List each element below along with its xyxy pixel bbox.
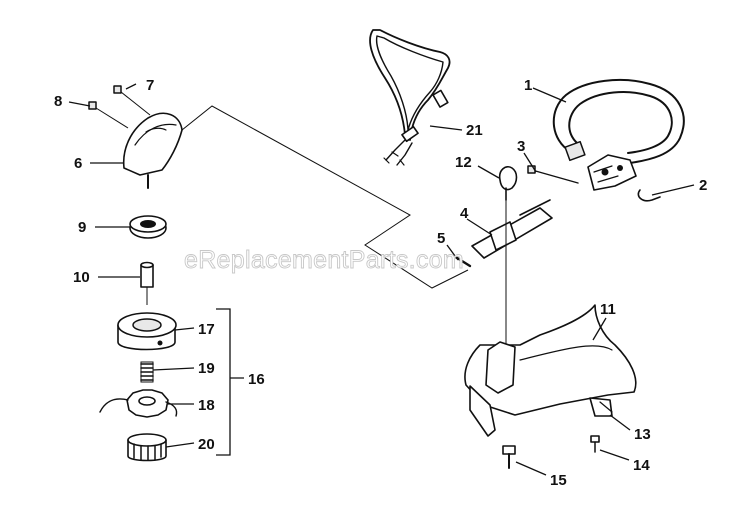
callout-5: 5	[437, 230, 445, 247]
callout-16: 16	[248, 371, 265, 388]
assembly-bracket-16	[216, 308, 244, 456]
callout-6: 6	[74, 155, 82, 172]
part-20-bump-knob[interactable]	[127, 433, 167, 462]
callout-1: 1	[524, 77, 532, 94]
part-17-spool-housing[interactable]	[117, 312, 177, 351]
part-6-gearhead[interactable]	[122, 112, 183, 189]
callout-7: 7	[146, 77, 154, 94]
watermark: eReplacementParts.com	[184, 246, 464, 274]
part-18-spool[interactable]	[99, 389, 178, 418]
callout-14: 14	[633, 457, 650, 474]
callout-19: 19	[198, 360, 215, 377]
assembly-reference-line	[181, 105, 469, 289]
leader-lines	[68, 83, 695, 476]
part-13-guard-bracket[interactable]	[599, 401, 613, 413]
part-10-spacer[interactable]	[140, 261, 154, 306]
callout-9: 9	[78, 219, 86, 236]
part-8-screw[interactable]	[88, 101, 129, 129]
callout-4: 4	[460, 205, 469, 222]
part-11-trimmer-guard[interactable]	[464, 304, 637, 437]
callout-17: 17	[198, 321, 215, 338]
callout-13: 13	[634, 426, 651, 443]
callout-18: 18	[198, 397, 215, 414]
part-7-screw[interactable]	[113, 85, 151, 116]
part-2-clip[interactable]	[637, 189, 661, 202]
part-21-shoulder-strap[interactable]	[369, 29, 451, 166]
part-19-spring[interactable]	[140, 361, 154, 383]
part-1-loop-handle[interactable]	[552, 79, 685, 191]
callout-10: 10	[73, 269, 90, 286]
callout-12: 12	[455, 154, 472, 171]
part-15-screw[interactable]	[502, 445, 516, 469]
callout-8: 8	[54, 93, 62, 110]
part-4-shaft-bracket[interactable]	[471, 199, 553, 259]
part-9-bearing[interactable]	[129, 215, 167, 239]
callout-11: 11	[600, 301, 616, 318]
part-12-knob[interactable]	[498, 165, 518, 201]
part-3-screw[interactable]	[527, 165, 579, 184]
callout-2: 2	[699, 177, 707, 194]
callout-15: 15	[550, 472, 567, 489]
callout-20: 20	[198, 436, 215, 453]
callout-21: 21	[466, 122, 483, 139]
callout-3: 3	[517, 138, 525, 155]
part-14-screw[interactable]	[590, 435, 600, 453]
